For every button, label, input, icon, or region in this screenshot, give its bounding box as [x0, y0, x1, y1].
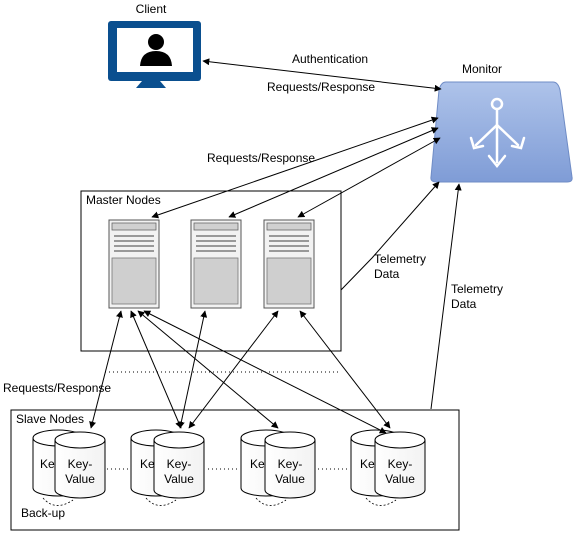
master-server-1[interactable] [108, 219, 160, 309]
kv-front-label: Key- [167, 457, 192, 471]
kv-back-label: Ke [140, 457, 155, 471]
monitor-master3-edge [297, 137, 441, 218]
client-label: Client [136, 2, 167, 16]
kv-front-label: Value [65, 472, 95, 486]
kv-back-label: Ke [360, 457, 375, 471]
slave-nodes-label: Slave Nodes [16, 412, 84, 426]
telemetry-slave-edge [430, 183, 462, 410]
req-resp-left-label: Requests/Response [3, 381, 111, 395]
slave-db-pair-1[interactable]: Ke Key- Value [32, 429, 106, 499]
slave-db-pair-3[interactable]: Ke Key- Value [240, 429, 316, 499]
telemetry-slave-label: Data [451, 297, 477, 311]
req-resp-top-label: Requests/Response [267, 80, 375, 94]
telemetry-master-label: Data [374, 267, 400, 281]
master-nodes-label: Master Nodes [86, 193, 161, 207]
backup-label: Back-up [21, 506, 65, 520]
slave-db-pair-2[interactable]: Ke Key- Value [130, 429, 205, 499]
slave-db-pair-4[interactable]: Ke Key- Value [350, 429, 426, 499]
client-icon[interactable] [108, 21, 201, 88]
master1-slave1-edge [89, 310, 123, 429]
master3-slave4-edge [299, 310, 391, 429]
authentication-label: Authentication [292, 52, 368, 66]
kv-back-label: Ke [250, 457, 265, 471]
monitor-label: Monitor [462, 62, 502, 76]
kv-front-label: Value [164, 472, 194, 486]
req-resp-mid-label: Requests/Response [207, 151, 315, 165]
client-monitor-edge [202, 58, 442, 92]
kv-back-label: Ke [40, 457, 55, 471]
master-server-3[interactable] [263, 219, 315, 309]
kv-front-label: Key- [278, 457, 303, 471]
telemetry-master-label: Telemetry [374, 252, 426, 266]
master-server-2[interactable] [190, 219, 242, 309]
monitor-distribution-icon[interactable] [430, 81, 573, 183]
kv-front-label: Value [275, 472, 305, 486]
kv-front-label: Key- [68, 457, 93, 471]
kv-front-label: Value [385, 472, 415, 486]
kv-front-label: Key- [388, 457, 413, 471]
telemetry-slave-label: Telemetry [451, 282, 503, 296]
master3-slave2-edge [188, 310, 279, 429]
telemetry-master-edge [340, 181, 440, 291]
